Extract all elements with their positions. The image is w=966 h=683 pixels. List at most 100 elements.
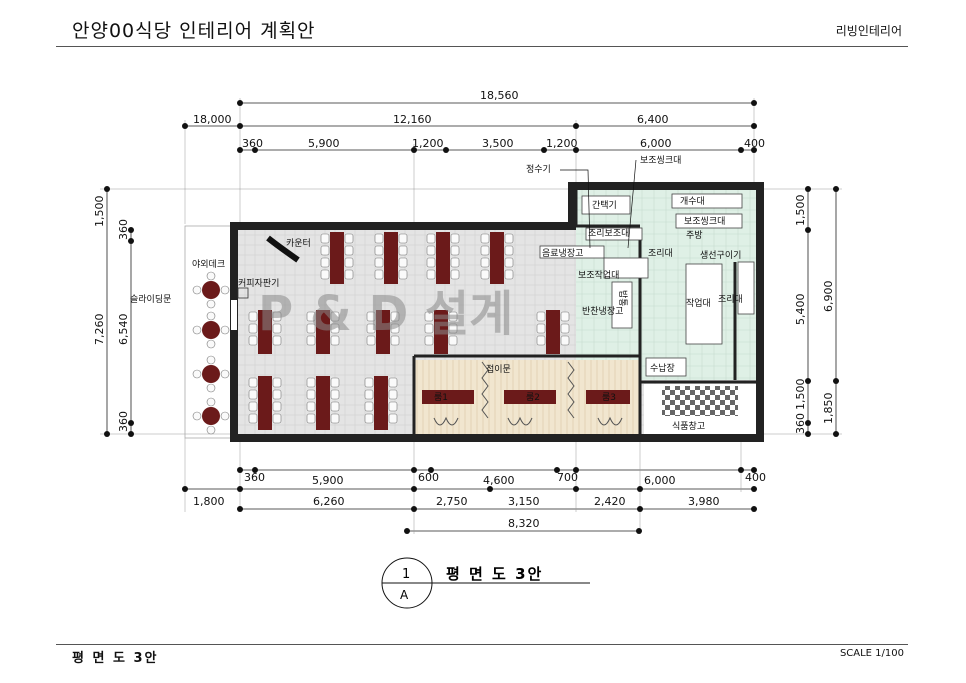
- dimension-ticks: [104, 100, 839, 534]
- chair: [306, 401, 316, 412]
- chair: [450, 257, 460, 268]
- label-fish-grill: 생선구이기: [700, 250, 741, 261]
- chair: [374, 245, 384, 256]
- tag-title: 평 면 도 3안: [446, 565, 543, 583]
- round-chair: [206, 311, 216, 321]
- chair: [320, 257, 330, 268]
- label-cook2: 조리대: [718, 294, 743, 305]
- dining-table: [436, 232, 450, 284]
- round-chair: [206, 425, 216, 435]
- company-name: 리빙인테리어: [835, 24, 902, 38]
- chair: [374, 269, 384, 280]
- round-table: [202, 407, 220, 425]
- round-chair: [192, 285, 202, 295]
- dim-bot2-3: 3,150: [508, 495, 540, 508]
- round-chair: [206, 355, 216, 365]
- chair: [560, 323, 570, 334]
- label-side-fridge: 반찬냉장고: [582, 306, 623, 317]
- dim-right-total-b: 1,850: [822, 393, 835, 425]
- chair: [320, 245, 330, 256]
- dining-table: [316, 376, 330, 430]
- room-table: [504, 390, 556, 404]
- dining-table: [258, 376, 272, 430]
- dimension-lines: [100, 98, 842, 534]
- label-food-storage: 식품창고: [672, 421, 705, 432]
- chair: [272, 311, 282, 322]
- dim-left-bottom: 360: [117, 411, 130, 432]
- terrace-tables: [192, 271, 230, 435]
- chair: [390, 323, 400, 334]
- chair: [388, 377, 398, 388]
- round-chair: [220, 285, 230, 295]
- label-counter: 카운터: [286, 238, 311, 249]
- chair: [306, 323, 316, 334]
- chair: [272, 413, 282, 424]
- chair: [330, 323, 340, 334]
- dim-bot-3: 4,600: [483, 474, 515, 487]
- chair: [480, 245, 490, 256]
- chair: [306, 413, 316, 424]
- chair: [364, 413, 374, 424]
- chair: [272, 335, 282, 346]
- chair: [306, 335, 316, 346]
- label-sub-work: 보조작업대: [578, 270, 619, 281]
- chair: [344, 257, 354, 268]
- label-work: 작업대: [686, 298, 711, 309]
- chair: [424, 311, 434, 322]
- chair: [560, 311, 570, 322]
- chair: [504, 269, 514, 280]
- chair: [536, 335, 546, 346]
- dining-furniture: [248, 232, 630, 430]
- chair: [306, 389, 316, 400]
- dim-bot2-5: 3,980: [688, 495, 720, 508]
- label-water: 정수기: [526, 164, 551, 175]
- dim-right-total: 6,900: [822, 281, 835, 313]
- chair: [426, 269, 436, 280]
- chair: [536, 311, 546, 322]
- chair: [398, 269, 408, 280]
- chair: [344, 269, 354, 280]
- tag-sheet: A: [400, 588, 409, 602]
- round-chair: [206, 271, 216, 281]
- chair: [344, 245, 354, 256]
- room-table: [422, 390, 474, 404]
- chair: [504, 257, 514, 268]
- dim-right-small: 360: [794, 413, 807, 434]
- label-sub-sink2: 보조씽크대: [684, 216, 725, 227]
- chair: [426, 245, 436, 256]
- round-chair: [192, 369, 202, 379]
- dim-top-0: 360: [242, 137, 263, 150]
- chair: [272, 323, 282, 334]
- label-sliding-door: 슬라이딩문: [130, 294, 171, 305]
- dim-top-right: 6,400: [637, 113, 669, 126]
- counter-desk: [266, 235, 300, 263]
- kitchen-fixtures: [539, 193, 755, 377]
- dim-top-mid: 12,160: [393, 113, 432, 126]
- interior-walls: [412, 190, 756, 438]
- dim-bot2-0: 1,800: [193, 495, 225, 508]
- chair: [560, 335, 570, 346]
- chair: [424, 323, 434, 334]
- chair: [272, 389, 282, 400]
- chair: [390, 311, 400, 322]
- chair: [480, 269, 490, 280]
- chair: [374, 233, 384, 244]
- chair: [330, 389, 340, 400]
- round-chair: [220, 411, 230, 421]
- chair: [248, 413, 258, 424]
- chair: [398, 257, 408, 268]
- dim-bot2-2: 2,750: [436, 495, 468, 508]
- chair: [248, 335, 258, 346]
- leader-lines: [560, 159, 637, 249]
- dim-top-2: 1,200: [412, 137, 444, 150]
- dim-bot-5: 6,000: [644, 474, 676, 487]
- chair: [448, 335, 458, 346]
- dim-left-top-b: 360: [117, 219, 130, 240]
- dining-table: [258, 310, 272, 354]
- chair: [366, 311, 376, 322]
- round-chair: [206, 299, 216, 309]
- chair: [374, 257, 384, 268]
- chair: [388, 413, 398, 424]
- footer-plan-name: 평 면 도 3안: [72, 651, 159, 666]
- chair: [320, 233, 330, 244]
